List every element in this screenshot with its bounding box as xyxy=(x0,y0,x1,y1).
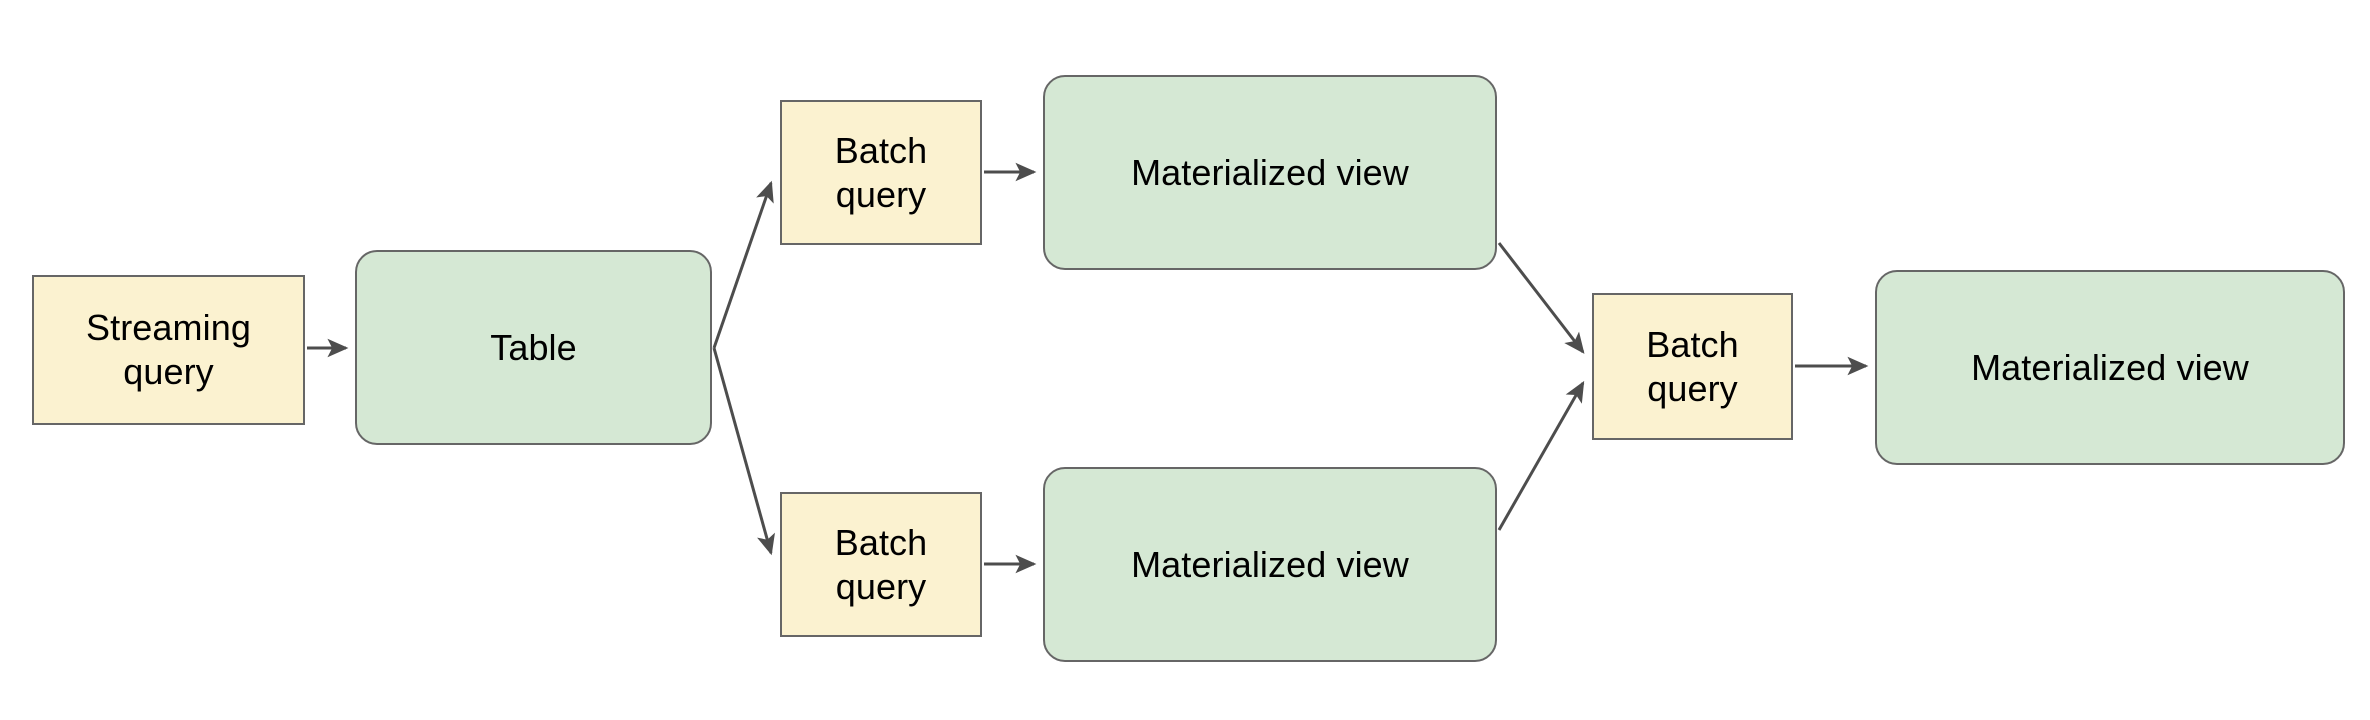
node-materialized-view-bottom[interactable]: Materialized view xyxy=(1043,467,1497,662)
node-table[interactable]: Table xyxy=(355,250,712,445)
node-batch-query-bottom[interactable]: Batch query xyxy=(780,492,982,637)
node-batch-query-top[interactable]: Batch query xyxy=(780,100,982,245)
edge-materialized-view-bottom-to-batch-query-merge xyxy=(1497,380,1585,531)
node-batch-query-merge[interactable]: Batch query xyxy=(1592,293,1793,440)
edge-table-to-batch-query-top xyxy=(712,180,774,349)
node-materialized-view-top[interactable]: Materialized view xyxy=(1043,75,1497,270)
node-streaming-query[interactable]: Streaming query xyxy=(32,275,305,425)
edge-table-to-batch-query-bottom xyxy=(712,347,775,556)
node-materialized-view-final[interactable]: Materialized view xyxy=(1875,270,2345,465)
edge-materialized-view-top-to-batch-query-merge xyxy=(1497,242,1585,354)
